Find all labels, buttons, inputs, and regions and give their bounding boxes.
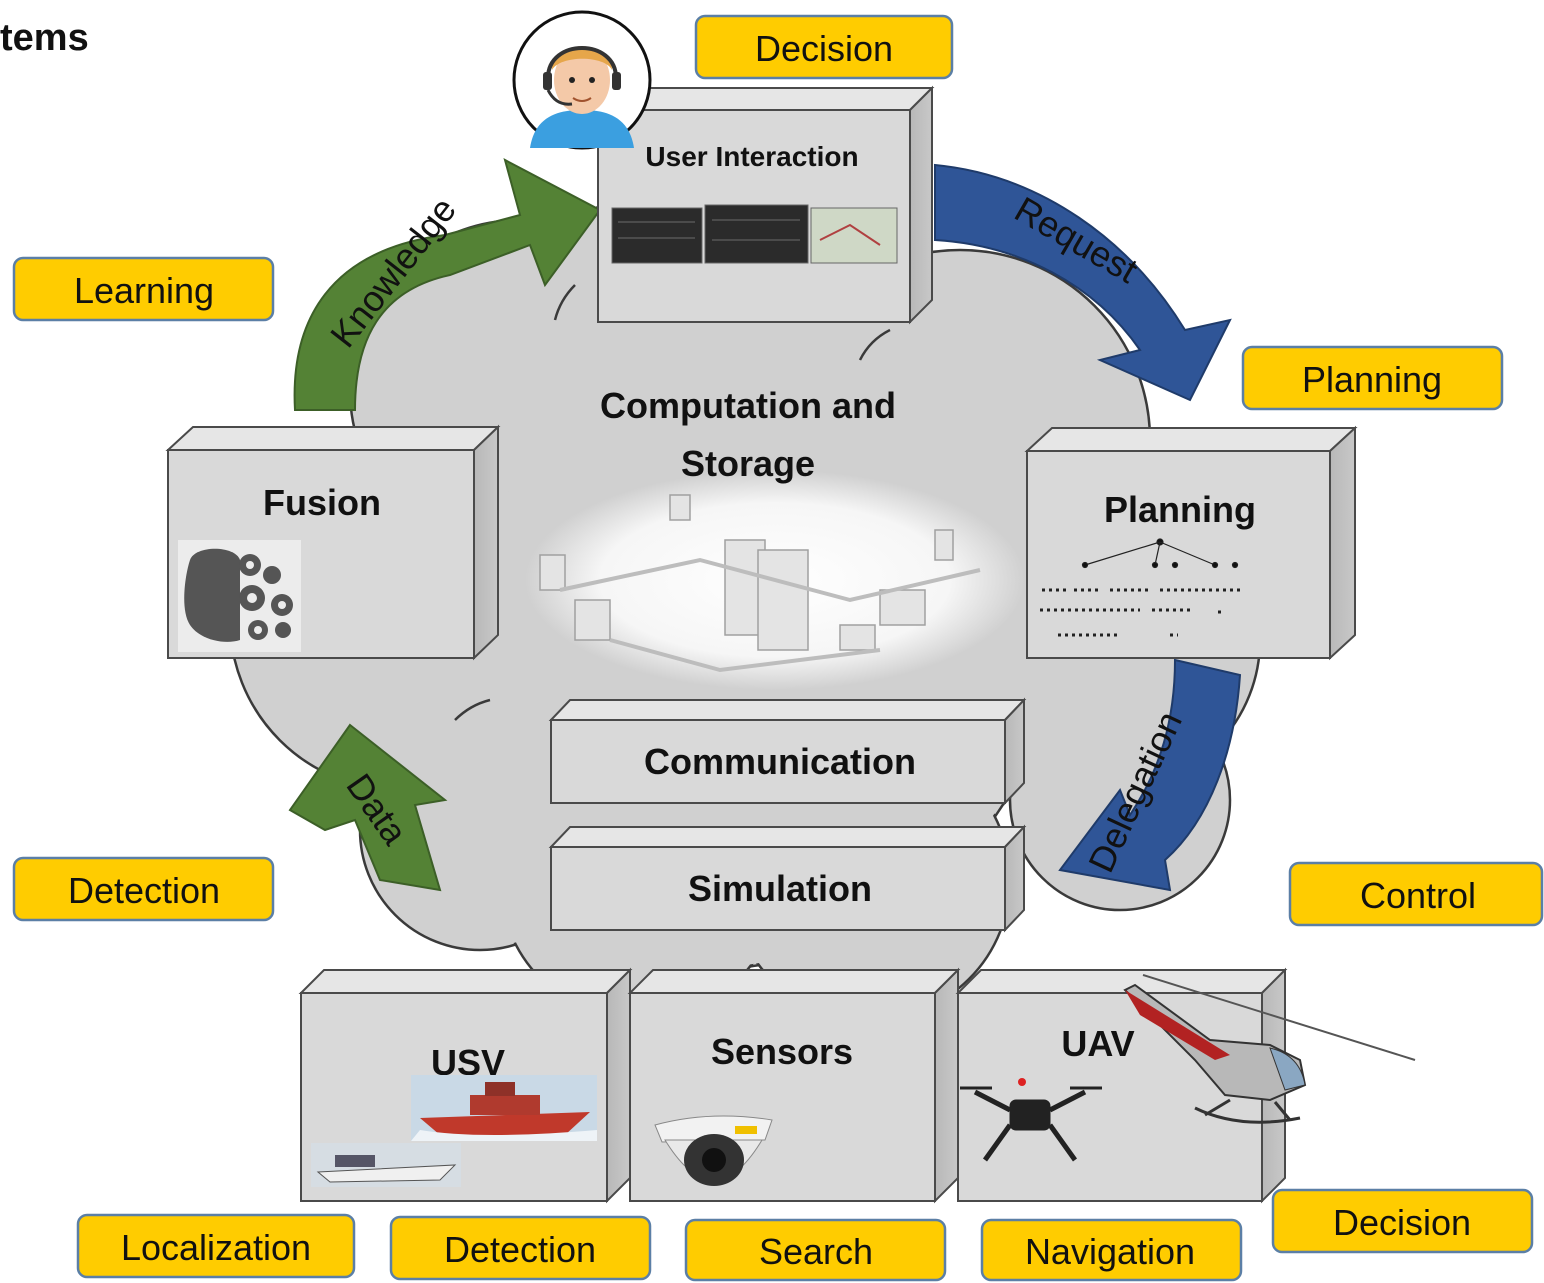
tag-control: Control bbox=[1288, 861, 1544, 927]
cloud-label-line2: Storage bbox=[681, 443, 815, 484]
svg-text:Navigation: Navigation bbox=[1025, 1231, 1195, 1272]
simulation-box: Simulation bbox=[548, 824, 1027, 933]
brain-gears-icon bbox=[178, 540, 301, 652]
planning-box-label: Planning bbox=[1104, 489, 1256, 530]
tag-planning: Planning bbox=[1241, 345, 1504, 411]
tag-search: Search bbox=[684, 1218, 947, 1282]
tree-graph-icon bbox=[1040, 538, 1240, 637]
communication-label: Communication bbox=[644, 741, 916, 782]
tag-navigation: Navigation bbox=[980, 1218, 1243, 1282]
screens-icon bbox=[611, 204, 898, 264]
sensors-label: Sensors bbox=[711, 1031, 853, 1072]
tag-detection-left: Detection bbox=[12, 856, 275, 922]
svg-text:Decision: Decision bbox=[755, 28, 893, 69]
fusion-label: Fusion bbox=[263, 482, 381, 523]
diagram-title: tems bbox=[0, 17, 89, 59]
svg-text:Search: Search bbox=[759, 1231, 873, 1272]
svg-text:Detection: Detection bbox=[444, 1229, 596, 1270]
user-interaction-label: User Interaction bbox=[645, 141, 858, 172]
tag-learning: Learning bbox=[12, 256, 275, 322]
tag-decision-top: Decision bbox=[694, 14, 954, 80]
communication-box: Communication bbox=[548, 697, 1027, 806]
svg-text:Learning: Learning bbox=[74, 270, 214, 311]
svg-text:Decision: Decision bbox=[1333, 1202, 1471, 1243]
fusion-box: Fusion bbox=[165, 424, 501, 661]
tag-localization: Localization bbox=[76, 1213, 356, 1279]
operator-avatar bbox=[512, 10, 652, 150]
operator-headset-icon bbox=[530, 46, 634, 148]
usv-box: USV bbox=[298, 967, 633, 1204]
svg-text:Planning: Planning bbox=[1302, 359, 1442, 400]
boat-icon bbox=[311, 1075, 597, 1187]
user-interaction-box: User Interaction bbox=[595, 85, 935, 325]
city-illustration bbox=[525, 470, 1025, 690]
sensors-box: Sensors bbox=[627, 967, 961, 1204]
tag-detection-bottom: Detection bbox=[389, 1215, 652, 1281]
svg-text:Localization: Localization bbox=[121, 1227, 311, 1268]
tag-decision-bottom: Decision bbox=[1271, 1188, 1534, 1254]
svg-text:Detection: Detection bbox=[68, 870, 220, 911]
simulation-label: Simulation bbox=[688, 868, 872, 909]
svg-text:Control: Control bbox=[1360, 875, 1476, 916]
quadcopter-icon bbox=[960, 1078, 1102, 1162]
dome-camera-icon bbox=[654, 1115, 773, 1186]
uav-box: UAV bbox=[955, 967, 1416, 1204]
cloud-label-line1: Computation and bbox=[600, 385, 896, 426]
planning-box: Planning bbox=[1024, 425, 1358, 661]
uav-label: UAV bbox=[1061, 1023, 1134, 1064]
helicopter-icon bbox=[1123, 974, 1416, 1124]
